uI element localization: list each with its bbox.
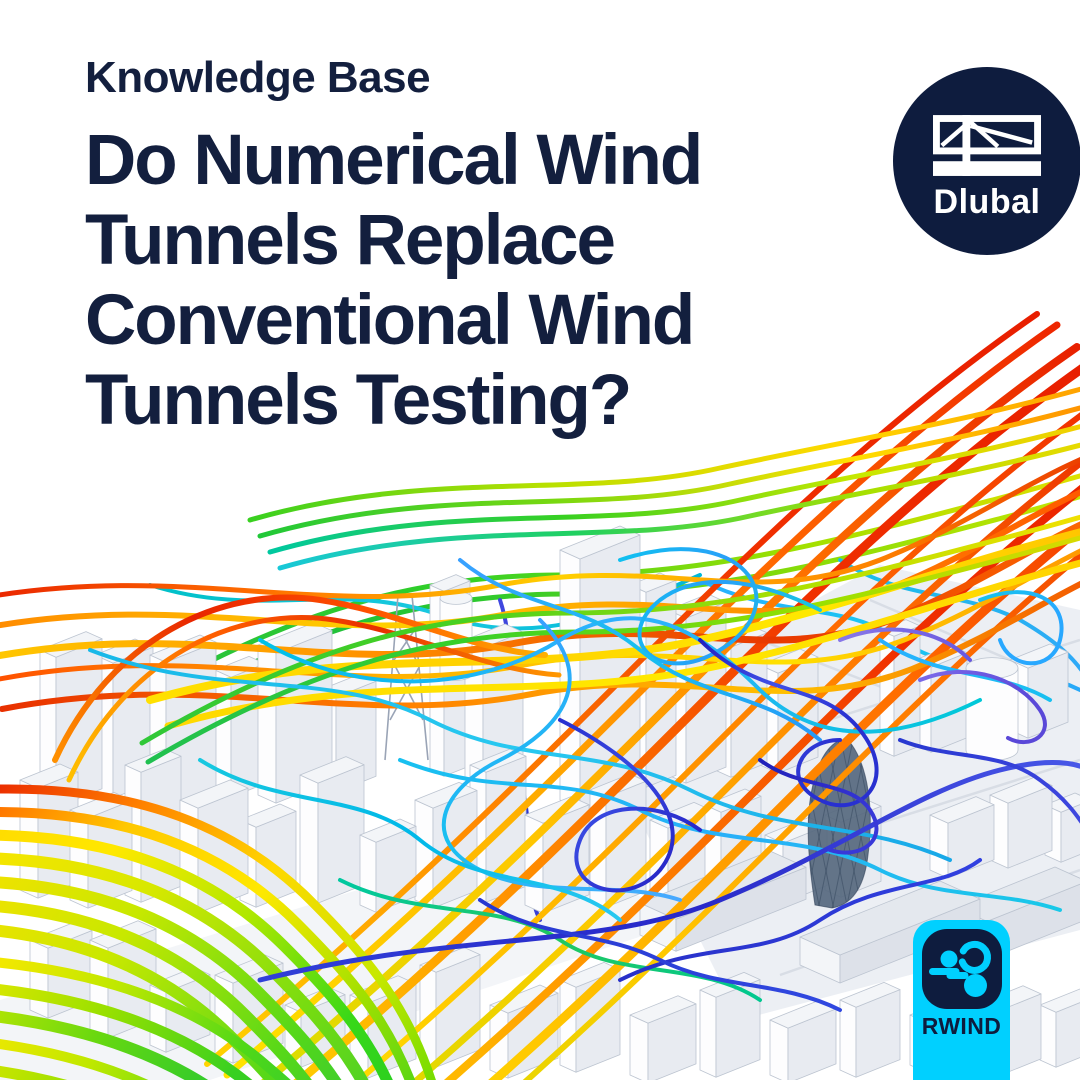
rwind-wordmark: RWIND <box>921 1013 1002 1039</box>
headline-line-3: Conventional Wind <box>85 281 695 360</box>
rwind-app-icon <box>921 929 1002 1009</box>
bridge-icon <box>933 115 1041 176</box>
eyebrow: Knowledge Base <box>85 53 431 102</box>
rwind-app-badge: RWIND <box>913 920 1010 1080</box>
city-buildings <box>19 525 1080 1080</box>
headline: Do Numerical Wind Tunnels Replace Conven… <box>85 121 703 441</box>
front-streamlines <box>0 311 1080 1080</box>
headline-line-2: Tunnels Replace <box>85 201 616 280</box>
headline-line-4: Tunnels Testing? <box>85 361 632 440</box>
headline-line-1: Do Numerical Wind <box>85 121 703 200</box>
dlubal-wordmark: Dlubal <box>933 183 1041 221</box>
dlubal-logo-badge: Dlubal <box>893 67 1080 255</box>
wind-swirl-icon <box>928 940 991 997</box>
